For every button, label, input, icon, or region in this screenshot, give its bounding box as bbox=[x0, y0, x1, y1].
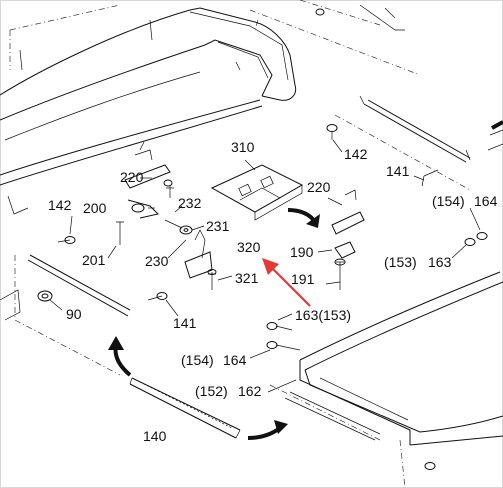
side-trim-140 bbox=[129, 377, 241, 439]
label-220-left: 220 bbox=[120, 169, 144, 185]
label-191: 191 bbox=[291, 271, 315, 287]
upper-frame bbox=[9, 0, 421, 76]
left-side-rail bbox=[0, 254, 131, 376]
label-320: 320 bbox=[237, 239, 261, 255]
fasteners bbox=[37, 8, 488, 470]
label-152: (152) bbox=[195, 383, 228, 399]
label-201: 201 bbox=[82, 252, 106, 268]
bracket-310 bbox=[210, 164, 304, 221]
label-153-right: (153) bbox=[384, 254, 417, 270]
label-154-right: (154) bbox=[432, 193, 465, 209]
label-220-right: 220 bbox=[307, 179, 331, 195]
label-164-right: 164 bbox=[474, 193, 498, 209]
label-142-right: 142 bbox=[344, 146, 368, 162]
label-140: 140 bbox=[143, 428, 167, 444]
rear-rail bbox=[334, 4, 503, 191]
label-163-153: 163(153) bbox=[295, 307, 352, 323]
label-164-left: 164 bbox=[223, 352, 247, 368]
motor-cover bbox=[0, 7, 297, 215]
label-230: 230 bbox=[145, 253, 169, 269]
direction-arrows bbox=[108, 120, 503, 440]
label-141-right: 141 bbox=[386, 163, 410, 179]
label-141-left: 141 bbox=[173, 315, 197, 331]
label-200: 200 bbox=[83, 200, 107, 216]
label-163-right: 163 bbox=[428, 254, 452, 270]
label-310: 310 bbox=[231, 139, 255, 155]
bracket-320 bbox=[184, 229, 217, 290]
label-142-left: 142 bbox=[48, 197, 72, 213]
label-190: 190 bbox=[290, 244, 314, 260]
highlight-arrow bbox=[262, 258, 311, 307]
label-154-left: (154) bbox=[181, 352, 214, 368]
right-bracket-hardware bbox=[331, 189, 365, 290]
label-162: 162 bbox=[238, 383, 262, 399]
leader-lines bbox=[49, 139, 481, 393]
left-bracket-hardware bbox=[116, 141, 193, 245]
rear-end-cap bbox=[269, 271, 503, 488]
label-232: 232 bbox=[178, 195, 202, 211]
label-231: 231 bbox=[206, 218, 230, 234]
label-321: 321 bbox=[235, 270, 259, 286]
label-90: 90 bbox=[66, 306, 82, 322]
